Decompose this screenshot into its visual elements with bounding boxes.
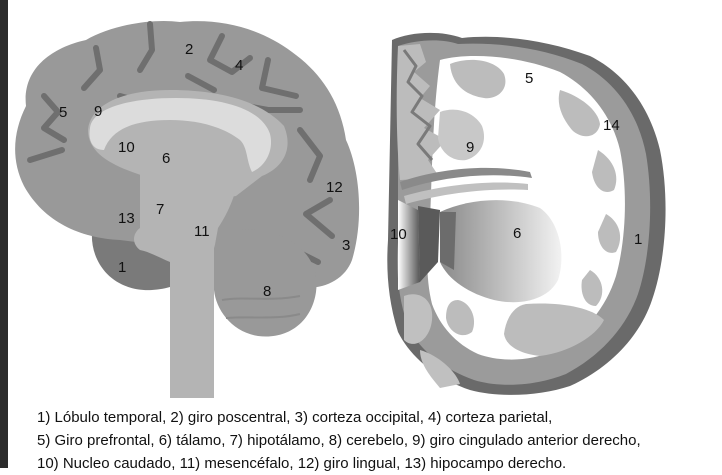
label-coronal-5: 5 xyxy=(525,70,533,87)
label-sagittal-8: 8 xyxy=(263,283,271,300)
coronal-gyri xyxy=(446,59,621,356)
label-sagittal-1: 1 xyxy=(118,259,126,276)
label-sagittal-3: 3 xyxy=(342,237,350,254)
label-sagittal-5: 5 xyxy=(59,104,67,121)
corpus-callosum xyxy=(89,98,272,172)
coronal-view: 1 5 6 9 10 14 xyxy=(387,32,666,395)
label-sagittal-9: 9 xyxy=(94,103,102,120)
coronal-thalamus xyxy=(440,200,562,303)
coronal-cingulate xyxy=(438,109,485,161)
legend-line-3: 10) Nucleo caudado, 11) mesencéfalo, 12)… xyxy=(37,455,567,472)
label-coronal-14: 14 xyxy=(603,117,620,134)
legend-line-2: 5) Giro prefrontal, 6) tálamo, 7) hipotá… xyxy=(37,432,641,449)
label-sagittal-12: 12 xyxy=(326,179,343,196)
label-sagittal-2: 2 xyxy=(185,41,193,58)
brain-diagram: 1 2 3 4 5 6 7 8 9 10 11 12 13 xyxy=(15,20,666,398)
coronal-caudate xyxy=(398,200,420,290)
label-sagittal-6: 6 xyxy=(162,150,170,167)
coronal-callosum xyxy=(400,167,532,190)
label-sagittal-4: 4 xyxy=(235,57,243,74)
label-coronal-10: 10 xyxy=(390,226,407,243)
left-edge-bar xyxy=(0,0,8,468)
cerebellum xyxy=(214,229,317,337)
label-sagittal-13: 13 xyxy=(118,210,135,227)
label-coronal-1: 1 xyxy=(634,231,642,248)
label-sagittal-10: 10 xyxy=(118,139,135,156)
sagittal-view: 1 2 3 4 5 6 7 8 9 10 11 12 13 xyxy=(15,20,360,398)
legend-line-1: 1) Lóbulo temporal, 2) giro poscentral, … xyxy=(37,409,553,426)
legend: 1) Lóbulo temporal, 2) giro poscentral, … xyxy=(37,406,722,475)
label-coronal-9: 9 xyxy=(466,139,474,156)
label-coronal-6: 6 xyxy=(513,225,521,242)
label-sagittal-7: 7 xyxy=(156,201,164,218)
label-sagittal-11: 11 xyxy=(194,223,210,240)
brainstem xyxy=(134,134,239,398)
